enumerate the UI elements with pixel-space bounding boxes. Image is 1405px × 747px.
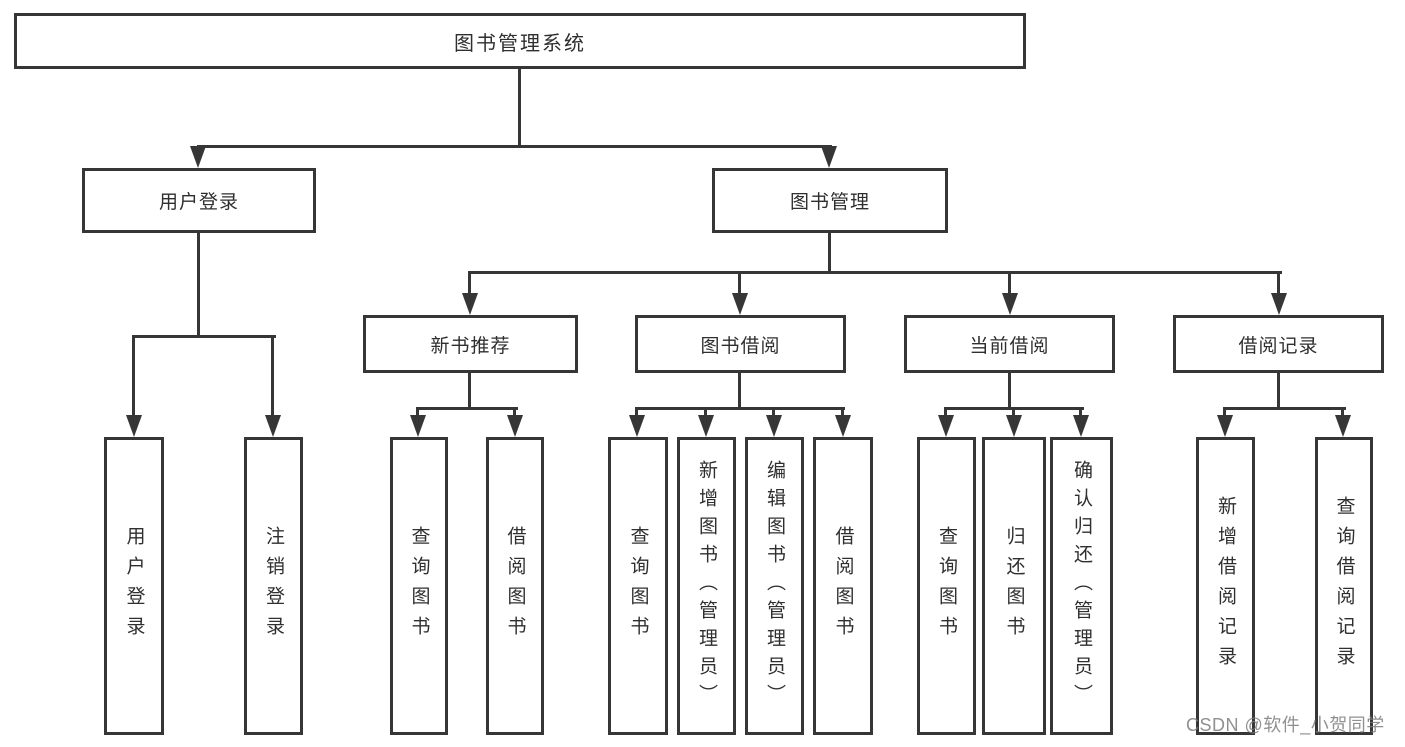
connector-user-login-branch [132, 335, 276, 338]
node-new-book-recommend: 新书推荐 [363, 315, 578, 373]
leaf-label: 查询图书 [936, 526, 957, 646]
arrow-into-br-query-record [1335, 415, 1351, 437]
connector-borrowing-records-branch [1223, 407, 1346, 410]
leaf-label: 新增借阅记录 [1215, 496, 1236, 676]
arrow-into-cb-return-book [1006, 415, 1022, 437]
arrow-into-nb-query-books [410, 415, 426, 437]
node-leaf-cb-confirm-return-admin: 确认归还（管理员） [1050, 437, 1113, 735]
arrow-into-logout [265, 415, 281, 437]
connector-drop-nb-borrow [513, 410, 516, 418]
connector-drop-bb-query [635, 410, 638, 418]
arrow-into-bb-add-book [698, 415, 714, 437]
leaf-label: 编辑图书（管理员） [764, 460, 785, 712]
connector-drop-book-borrowing [738, 274, 741, 294]
arrow-into-login [126, 415, 142, 437]
connector-new-book-branch [416, 407, 518, 410]
node-leaf-nb-query-books: 查询图书 [390, 437, 448, 735]
node-leaf-bb-borrow-books: 借阅图书 [813, 437, 873, 735]
node-user-login: 用户登录 [82, 168, 316, 233]
node-leaf-bb-edit-book-admin: 编辑图书（管理员） [745, 437, 804, 735]
arrow-into-bb-edit-book [766, 415, 782, 437]
arrow-into-user-login [190, 146, 206, 168]
node-leaf-nb-borrow-books: 借阅图书 [486, 437, 544, 735]
arrow-into-book-management [821, 146, 837, 168]
leaf-label: 归还图书 [1003, 526, 1025, 646]
connector-drop-current-borrowing [1008, 274, 1011, 294]
node-leaf-br-add-record: 新增借阅记录 [1196, 437, 1255, 735]
connector-drop-cb-return [1012, 410, 1015, 418]
arrow-into-br-add-record [1217, 415, 1233, 437]
node-leaf-bb-query-books: 查询图书 [608, 437, 668, 735]
node-book-management: 图书管理 [712, 168, 948, 233]
connector-new-book-stem [468, 373, 471, 410]
connector-drop-login [132, 338, 135, 416]
connector-book-borrowing-branch [635, 407, 845, 410]
connector-drop-br-add [1223, 410, 1226, 418]
node-book-borrowing: 图书借阅 [635, 315, 846, 373]
connector-drop-logout [271, 338, 274, 416]
leaf-label: 确认归还（管理员） [1071, 460, 1092, 712]
connector-borrowing-records-stem [1277, 373, 1280, 410]
leaf-label: 查询图书 [408, 526, 430, 646]
leaf-label: 借阅图书 [504, 526, 526, 646]
node-current-borrowing: 当前借阅 [904, 315, 1115, 373]
connector-current-borrowing-stem [1008, 373, 1011, 410]
node-leaf-bb-add-book-admin: 新增图书（管理员） [677, 437, 736, 735]
connector-drop-borrowing-records [1277, 274, 1280, 294]
node-leaf-cb-query-books: 查询图书 [917, 437, 976, 735]
node-leaf-br-query-record: 查询借阅记录 [1315, 437, 1373, 735]
connector-drop-new-book [468, 274, 471, 294]
connector-drop-cb-confirm [1079, 410, 1082, 418]
connector-drop-bb-edit [772, 410, 775, 418]
arrow-into-cb-query-books [938, 415, 954, 437]
connector-book-mgmt-stem [828, 233, 831, 274]
connector-root-stem [518, 69, 521, 148]
connector-level2-branch [197, 145, 832, 148]
leaf-label: 注销登录 [263, 526, 284, 646]
connector-book-borrowing-stem [738, 373, 741, 410]
connector-drop-bb-add [704, 410, 707, 418]
connector-drop-bb-borrow [841, 410, 844, 418]
arrow-into-bb-query-books [629, 415, 645, 437]
connector-level3-branch [468, 271, 1282, 274]
csdn-watermark: CSDN @软件_小贺同学 [1186, 715, 1385, 735]
arrow-into-cb-confirm-return [1073, 415, 1089, 437]
node-library-management-system: 图书管理系统 [14, 13, 1026, 69]
node-leaf-user-login: 用户登录 [104, 437, 164, 735]
arrow-into-nb-borrow-books [507, 415, 523, 437]
leaf-label: 查询图书 [627, 526, 649, 646]
connector-drop-cb-query [944, 410, 947, 418]
node-leaf-cb-return-book: 归还图书 [982, 437, 1046, 735]
arrow-into-borrowing-records [1271, 293, 1287, 315]
connector-user-login-stem [197, 233, 200, 338]
connector-drop-br-query [1341, 410, 1344, 418]
connector-current-borrowing-branch [944, 407, 1084, 410]
arrow-into-current-borrowing [1002, 293, 1018, 315]
arrow-into-bb-borrow-books [835, 415, 851, 437]
connector-drop-nb-query [416, 410, 419, 418]
node-leaf-logout: 注销登录 [244, 437, 303, 735]
arrow-into-book-borrowing [732, 293, 748, 315]
leaf-label: 用户登录 [123, 526, 145, 646]
node-borrowing-records: 借阅记录 [1173, 315, 1384, 373]
leaf-label: 借阅图书 [832, 526, 854, 646]
leaf-label: 新增图书（管理员） [696, 460, 717, 712]
leaf-label: 查询借阅记录 [1333, 496, 1355, 676]
arrow-into-new-book-recommend [462, 293, 478, 315]
